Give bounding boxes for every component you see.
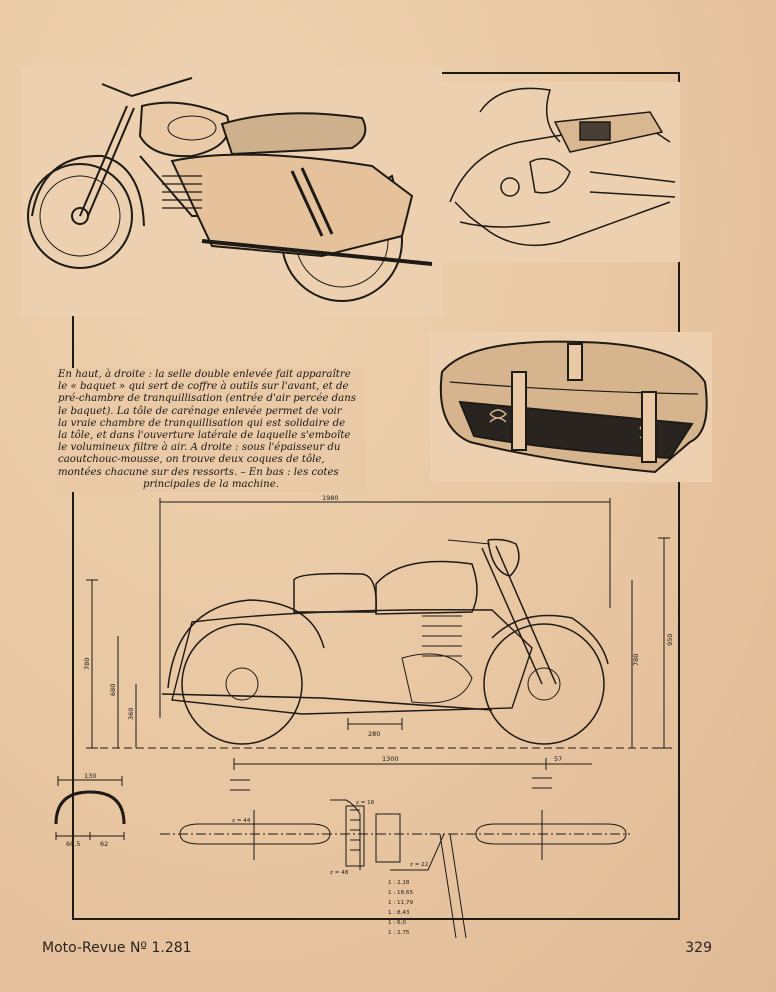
motorcycle-illustration [22, 66, 442, 316]
axle-height-label: 360 [127, 708, 135, 720]
mudguard-left-label: 60.5 [66, 840, 80, 848]
overall-length-label: 1980 [322, 494, 339, 502]
height-right-label: 780 [632, 654, 640, 666]
rear-offset-label: 57 [554, 755, 562, 763]
seat-removed-detail [440, 82, 680, 262]
illustration-caption: En haut, à droite : la selle double enle… [56, 368, 366, 493]
dimension-drawing: 1980 1300 57 950 780 780 680 360 280 [83, 494, 674, 770]
gear-ratio: 1 : 2,75 [388, 930, 410, 936]
height-left-label: 780 [83, 658, 91, 670]
caption-line: la vraie chambre de tranquillisation qui… [58, 417, 346, 429]
seat-height-label: 680 [109, 684, 117, 696]
gear-ratio: 1 : 8,43 [388, 910, 410, 916]
caption-line: montées chacune sur des ressorts. – En b… [58, 466, 339, 478]
gear-ratio: 1 : 18,65 [388, 890, 413, 896]
wheelbase-label: 1300 [382, 755, 399, 763]
caption-last-line: principales de la machine. [143, 478, 279, 490]
caption-line: le volumineux filtre à air. A droite : s… [58, 442, 341, 454]
gear-ratio: 1 : 6,0 [388, 920, 406, 926]
caption-line: En haut, à droite : la selle double enle… [58, 369, 351, 380]
gear-label-z22: z = 22 [410, 862, 428, 868]
gear-label-z44: z = 44 [232, 818, 251, 824]
seat-shell-illustration [430, 332, 712, 482]
gear-label-z48: z = 48 [330, 870, 349, 876]
transmission-diagram: z = 44 z = 16 z = 48 z = 22 1 : 2,18 1 :… [160, 777, 630, 938]
gear-ratio: 1 : 11,79 [388, 900, 413, 906]
mudguard-right-label: 62 [100, 840, 108, 848]
mudguard-width-label: 130 [84, 772, 96, 780]
publication-footer: Moto-Revue Nº 1.281 [42, 940, 192, 956]
page-number: 329 [685, 940, 712, 956]
engine-width-label: 280 [368, 730, 380, 738]
caption-line: le baquet). La tôle de carénage enlevée … [58, 405, 342, 417]
caption-line: la tôle, et dans l'ouverture latérale de… [58, 430, 351, 442]
gear-label-z16: z = 16 [356, 800, 375, 806]
gear-ratio: 1 : 2,18 [388, 880, 410, 886]
caption-line: pré-chambre de tranquillisation (entrée … [58, 393, 357, 405]
caption-line: le « baquet » qui sert de coffre à outil… [58, 381, 349, 393]
overall-height-label: 950 [666, 634, 674, 646]
mudguard-section: 130 60.5 62 [54, 772, 126, 848]
caption-line: caoutchouc-mousse, on trouve deux coques… [58, 454, 325, 466]
